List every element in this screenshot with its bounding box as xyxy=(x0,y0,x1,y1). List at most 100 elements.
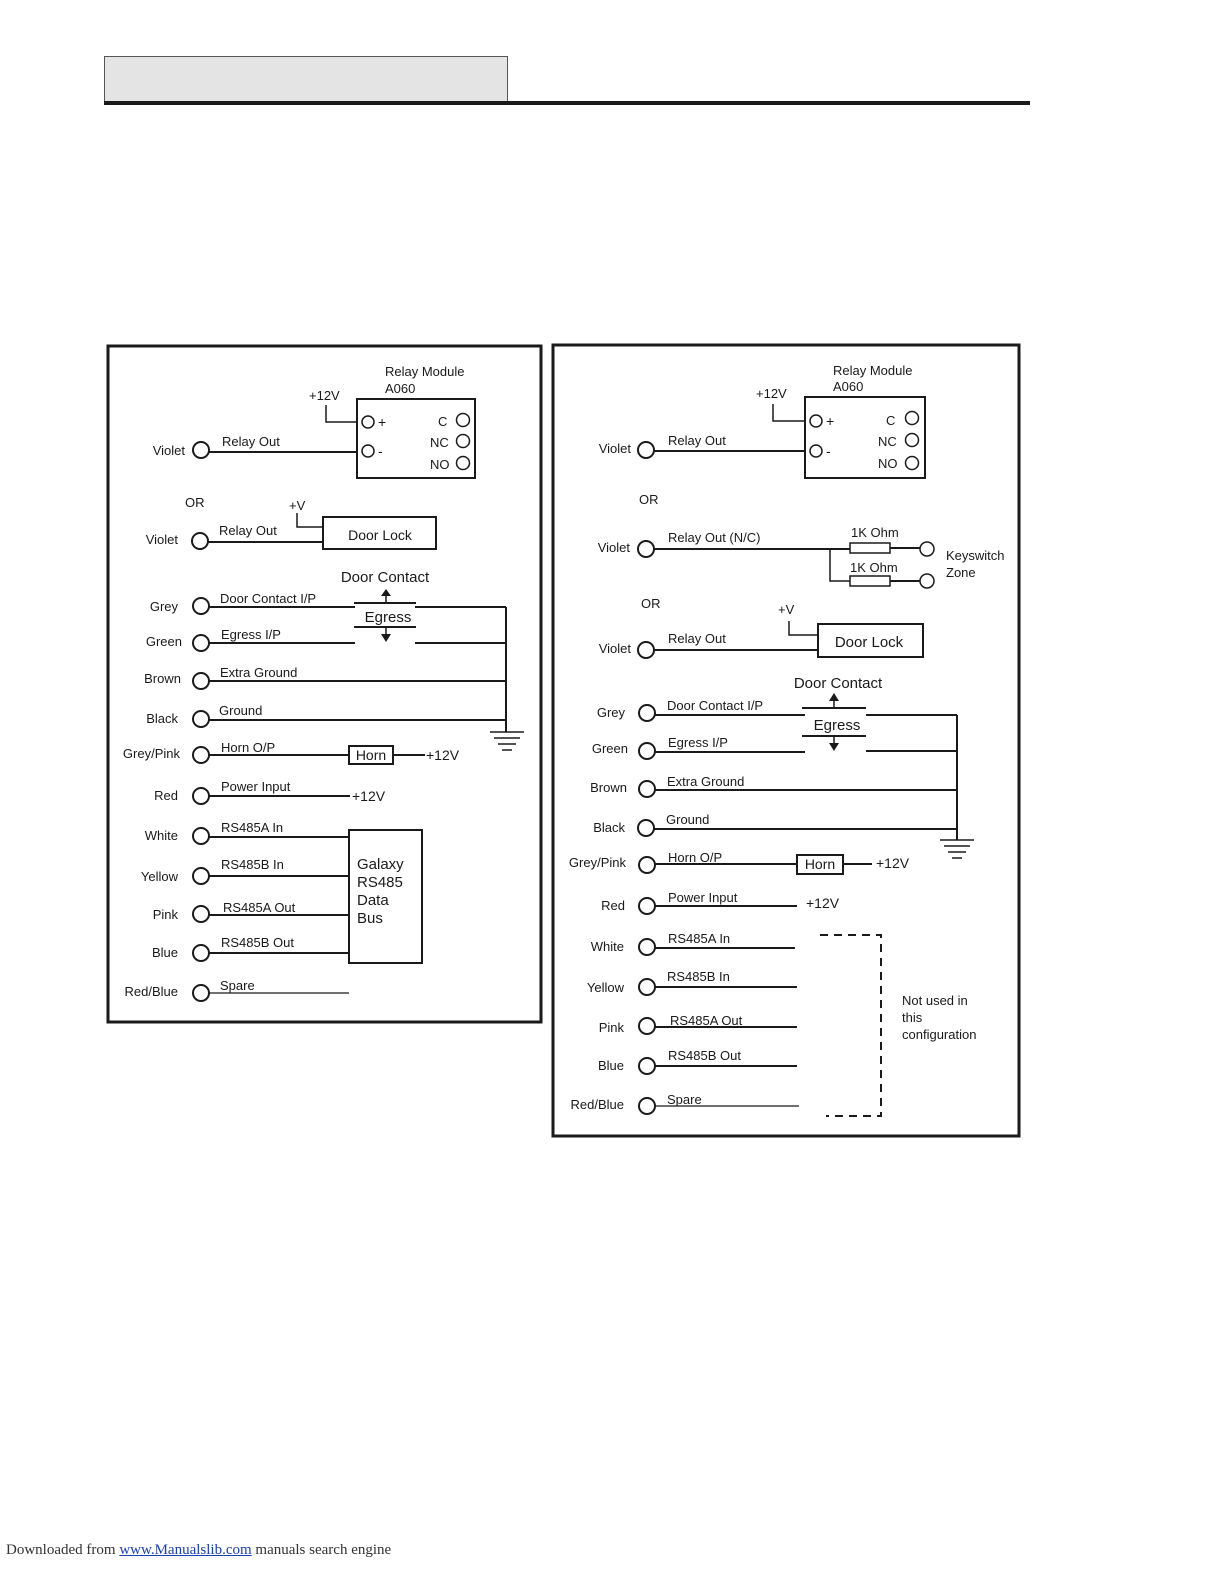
right-wire-color-7: Black xyxy=(593,820,625,835)
right-wire-color-9: Red xyxy=(601,898,625,913)
right-wire-function-7: Ground xyxy=(666,812,709,827)
right-relay-module-model: A060 xyxy=(833,379,863,394)
left-door-contact-label: Door Contact xyxy=(341,569,430,586)
right-not-used-line-1: Not used in xyxy=(902,993,968,1008)
left-wire-function-10: RS485B In xyxy=(221,857,284,872)
right-relay-plus-terminal-icon xyxy=(809,414,823,428)
right-resistor-1-icon xyxy=(849,542,891,554)
right-or-label-2: OR xyxy=(641,596,661,611)
right-wire-function-2: Relay Out (N/C) xyxy=(668,530,760,545)
left-door-lock-label: Door Lock xyxy=(348,527,413,543)
right-wire-color-1: Violet xyxy=(599,441,632,456)
right-relay-minus-terminal-icon xyxy=(809,444,823,458)
right-terminal-black-icon xyxy=(637,819,655,837)
left-wire-function-11: RS485A Out xyxy=(223,900,296,915)
left-terminal-green-icon xyxy=(192,634,210,652)
right-wire-function-3: Relay Out xyxy=(668,631,726,646)
left-wire-color-5: Brown xyxy=(144,671,181,686)
right-wire-function-9: Power Input xyxy=(668,890,738,905)
left-terminal-blue-icon xyxy=(192,944,210,962)
right-relay-nc-label: NC xyxy=(878,434,897,449)
right-wire-color-13: Blue xyxy=(598,1058,624,1073)
right-panel-frame xyxy=(551,343,1021,1138)
right-wire-color-3: Violet xyxy=(599,641,632,656)
right-relay-module xyxy=(804,396,926,479)
right-plus-v-label: +V xyxy=(778,602,795,617)
right-wire-function-1: Relay Out xyxy=(668,433,726,448)
footer: Downloaded from www.Manualslib.com manua… xyxy=(6,1542,391,1559)
left-wire-color-1: Violet xyxy=(153,443,186,458)
right-wire-color-8: Grey/Pink xyxy=(569,855,627,870)
left-terminal-violet-1-icon xyxy=(192,441,210,459)
left-relay-plus-terminal-icon xyxy=(361,415,375,429)
left-wire-function-13: Spare xyxy=(220,978,255,993)
left-wire-function-4: Egress I/P xyxy=(221,627,281,642)
left-relay-12v-label: +12V xyxy=(309,388,340,403)
right-wire-color-2: Violet xyxy=(598,540,631,555)
left-wire-color-8: Red xyxy=(154,788,178,803)
right-resistor-2-label: 1K Ohm xyxy=(850,560,898,575)
right-wire-function-10: RS485A In xyxy=(668,931,730,946)
left-terminal-red-icon xyxy=(192,787,210,805)
left-terminal-white-icon xyxy=(192,827,210,845)
right-or-label-1: OR xyxy=(639,492,659,507)
left-wire-color-13: Red/Blue xyxy=(125,984,178,999)
left-terminal-brown-icon xyxy=(192,672,210,690)
right-wire-function-8: Horn O/P xyxy=(668,850,722,865)
right-not-used-bracket xyxy=(820,934,882,1117)
right-relay-c-label: C xyxy=(886,413,895,428)
right-door-contact-label: Door Contact xyxy=(794,675,883,692)
left-relay-module-model: A060 xyxy=(385,381,415,396)
right-relay-minus-label: - xyxy=(826,443,831,459)
right-terminal-violet-3-icon xyxy=(637,641,655,659)
right-horn-label: Horn xyxy=(805,856,835,872)
left-relay-minus-label: - xyxy=(378,443,383,459)
left-bus-line-2: RS485 xyxy=(357,874,403,891)
left-wire-color-12: Blue xyxy=(152,945,178,960)
right-terminal-brown-icon xyxy=(638,780,656,798)
right-horn-12v-label: +12V xyxy=(876,855,910,871)
left-relay-c-terminal-icon xyxy=(455,412,471,428)
left-wire-color-10: Yellow xyxy=(141,869,179,884)
left-relay-nc-label: NC xyxy=(430,435,449,450)
right-terminal-violet-1-icon xyxy=(637,441,655,459)
left-horn-12v-label: +12V xyxy=(426,747,460,763)
left-bus-line-4: Bus xyxy=(357,910,383,927)
right-relay-no-terminal-icon xyxy=(904,455,920,471)
left-relay-no-label: NO xyxy=(430,457,450,472)
left-wire-function-7: Horn O/P xyxy=(221,740,275,755)
left-egress-label: Egress xyxy=(365,609,412,626)
right-door-lock-box xyxy=(817,623,924,658)
left-wire-color-11: Pink xyxy=(153,907,179,922)
left-wire-function-6: Ground xyxy=(219,703,262,718)
right-wire-function-14: Spare xyxy=(667,1092,702,1107)
right-power-12v-label: +12V xyxy=(806,895,840,911)
left-relay-nc-terminal-icon xyxy=(455,433,471,449)
left-relay-plus-label: + xyxy=(378,414,386,430)
left-terminal-yellow-icon xyxy=(192,867,210,885)
right-terminal-green-icon xyxy=(638,742,656,760)
left-wire-function-9: RS485A In xyxy=(221,820,283,835)
right-terminal-red-icon xyxy=(638,897,656,915)
right-wire-color-10: White xyxy=(591,939,624,954)
right-terminal-grey-pink-icon xyxy=(638,856,656,874)
right-wire-color-14: Red/Blue xyxy=(571,1097,624,1112)
right-relay-12v-label: +12V xyxy=(756,386,787,401)
right-terminal-violet-2-icon xyxy=(637,540,655,558)
left-ground-icon xyxy=(490,731,524,751)
right-resistor-2-icon xyxy=(849,575,891,587)
right-wire-function-13: RS485B Out xyxy=(668,1048,741,1063)
header-rule xyxy=(104,101,1030,105)
right-egress-label: Egress xyxy=(814,717,861,734)
footer-link[interactable]: www.Manualslib.com xyxy=(119,1542,252,1558)
left-rs485-bus-box xyxy=(348,829,423,964)
left-or-label: OR xyxy=(185,495,205,510)
left-relay-minus-terminal-icon xyxy=(361,444,375,458)
left-relay-module xyxy=(356,398,476,479)
left-plus-v-label: +V xyxy=(289,498,306,513)
right-keyswitch-label: Keyswitch xyxy=(946,548,1005,563)
right-wire-function-11: RS485B In xyxy=(667,969,730,984)
right-door-lock-label: Door Lock xyxy=(835,634,904,651)
right-keyswitch-terminal-2-icon xyxy=(919,573,935,589)
